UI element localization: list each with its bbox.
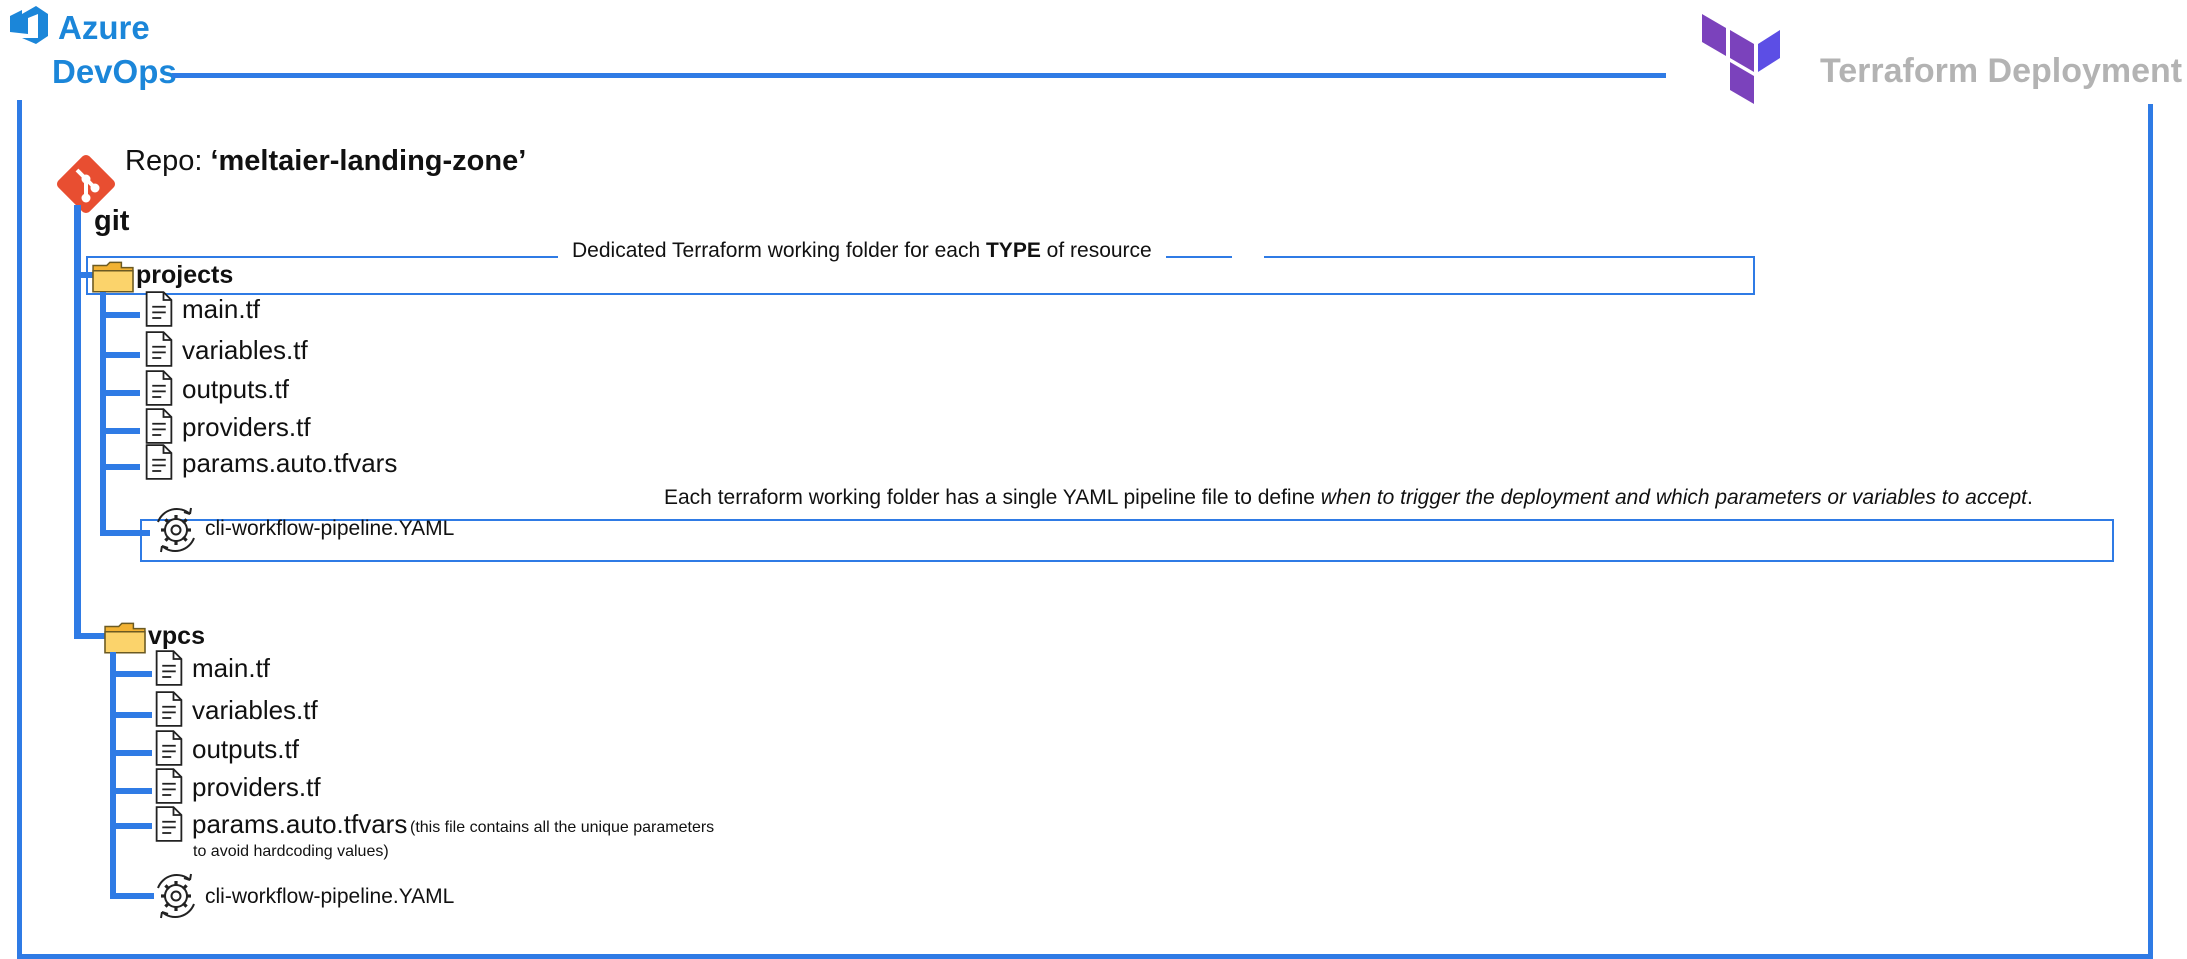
vpcs-branch-line	[74, 633, 110, 639]
file-icon[interactable]	[145, 331, 173, 367]
git-logo-icon	[50, 148, 122, 220]
projects-file-branch	[100, 390, 140, 396]
file-icon[interactable]	[145, 444, 173, 480]
pipeline-note: Each terraform working folder has a sing…	[650, 487, 2047, 508]
folder-label-projects[interactable]: projects	[136, 261, 234, 289]
file-icon[interactable]	[145, 408, 173, 444]
vpcs-pipeline-branch	[110, 893, 154, 899]
file-icon[interactable]	[145, 291, 173, 327]
pipeline-box	[140, 519, 2114, 562]
git-label: git	[94, 205, 130, 237]
folder-note: Dedicated Terraform working folder for e…	[558, 240, 1166, 261]
terraform-logo-icon	[1700, 14, 1782, 104]
note-gap	[1232, 250, 1264, 260]
params-note: to avoid hardcoding values)	[193, 843, 389, 860]
frame-bottom-line	[17, 954, 2153, 959]
devops-brand-text: DevOps	[52, 53, 177, 90]
repo-title: Repo: ‘meltaier-landing-zone’	[125, 147, 526, 176]
folder-note-bold: TYPE	[985, 239, 1041, 262]
projects-branch-line	[74, 272, 102, 278]
projects-file-branch	[100, 312, 140, 318]
vpcs-file-branch	[110, 712, 152, 718]
projects-file-branch	[100, 352, 140, 358]
folder-icon[interactable]	[104, 619, 146, 655]
file-icon[interactable]	[155, 691, 183, 727]
file-icon[interactable]	[155, 806, 183, 842]
azure-brand-text: Azure	[58, 9, 150, 46]
vpcs-file-branch	[110, 823, 152, 829]
file-label[interactable]: outputs.tf	[192, 734, 299, 764]
file-icon[interactable]	[155, 730, 183, 766]
file-label[interactable]: providers.tf	[182, 412, 311, 442]
file-icon[interactable]	[145, 370, 173, 406]
file-label[interactable]: providers.tf	[192, 772, 321, 802]
pipeline-file-label[interactable]: cli-workflow-pipeline.YAML	[205, 517, 455, 540]
file-icon[interactable]	[155, 650, 183, 686]
folder-note-post: of resource	[1040, 239, 1152, 262]
azure-devops-logo-icon	[8, 4, 50, 46]
file-label[interactable]: variables.tf	[182, 335, 308, 365]
vpcs-file-branch	[110, 788, 152, 794]
pipeline-note-italic: when to trigger the deployment and which…	[1320, 486, 2028, 509]
file-icon[interactable]	[155, 768, 183, 804]
projects-pipeline-branch	[100, 530, 150, 536]
pipeline-note-pre: Each terraform working folder has a sing…	[664, 486, 1321, 509]
pipeline-gear-icon[interactable]	[150, 870, 202, 922]
vpcs-file-branch	[110, 671, 152, 677]
file-label[interactable]: params.auto.tfvars	[192, 809, 408, 839]
projects-tree-line	[100, 292, 106, 535]
file-label[interactable]: main.tf	[192, 653, 271, 683]
frame-top-line	[172, 73, 1666, 78]
pipeline-note-post: .	[2027, 486, 2033, 509]
page-title: Terraform Deployment	[1820, 52, 2183, 90]
file-label[interactable]: outputs.tf	[182, 374, 289, 404]
vpcs-tree-line	[110, 652, 116, 898]
projects-file-branch	[100, 464, 140, 470]
frame-left-line	[17, 100, 22, 959]
folder-note-pre: Dedicated Terraform working folder for e…	[572, 239, 986, 262]
params-note: (this file contains all the unique param…	[410, 819, 715, 836]
file-label[interactable]: variables.tf	[192, 695, 318, 725]
pipeline-file-label[interactable]: cli-workflow-pipeline.YAML	[205, 885, 455, 908]
pipeline-gear-icon[interactable]	[150, 504, 202, 556]
repo-name: ‘meltaier-landing-zone’	[210, 145, 527, 177]
folder-icon[interactable]	[92, 259, 134, 293]
repo-trunk-line	[74, 205, 81, 638]
folder-label-vpcs[interactable]: vpcs	[148, 622, 205, 650]
file-label[interactable]: params.auto.tfvars	[182, 448, 398, 478]
projects-file-branch	[100, 428, 140, 434]
frame-right-line	[2148, 104, 2153, 959]
repo-prefix: Repo:	[125, 145, 211, 177]
vpcs-file-branch	[110, 750, 152, 756]
file-label[interactable]: main.tf	[182, 294, 261, 324]
